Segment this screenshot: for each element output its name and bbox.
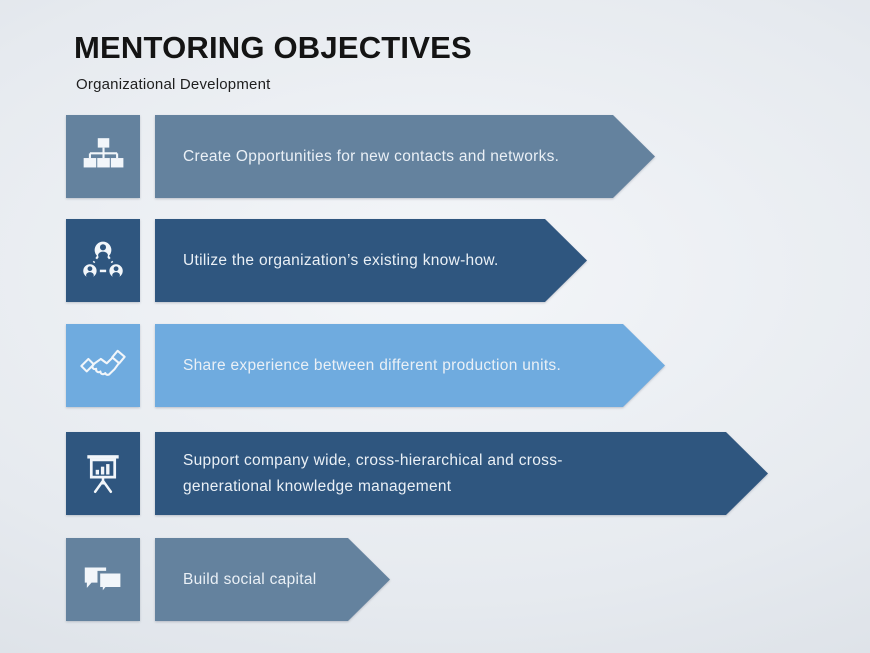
objective-row: Build social capital: [0, 538, 870, 621]
presentation-chart-icon: [66, 432, 140, 515]
handshake-icon: [66, 324, 140, 407]
page-subtitle: Organizational Development: [76, 76, 271, 93]
objective-text: Create Opportunities for new contacts an…: [183, 147, 560, 165]
objective-text: Build social capital: [183, 570, 317, 588]
objective-text: Support company wide, cross-hierarchical…: [183, 451, 563, 495]
org-chart-icon: [66, 115, 140, 198]
objective-text: Utilize the organization’s existing know…: [183, 251, 499, 269]
objective-row: Support company wide, cross-hierarchical…: [0, 432, 870, 515]
objective-row: Utilize the organization’s existing know…: [0, 219, 870, 302]
chat-bubbles-icon: [66, 538, 140, 621]
objective-row: Create Opportunities for new contacts an…: [0, 115, 870, 198]
objective-row: Share experience between different produ…: [0, 324, 870, 407]
page-title: MENTORING OBJECTIVES: [74, 30, 472, 65]
people-network-icon: [66, 219, 140, 302]
objective-text: Share experience between different produ…: [183, 356, 562, 374]
